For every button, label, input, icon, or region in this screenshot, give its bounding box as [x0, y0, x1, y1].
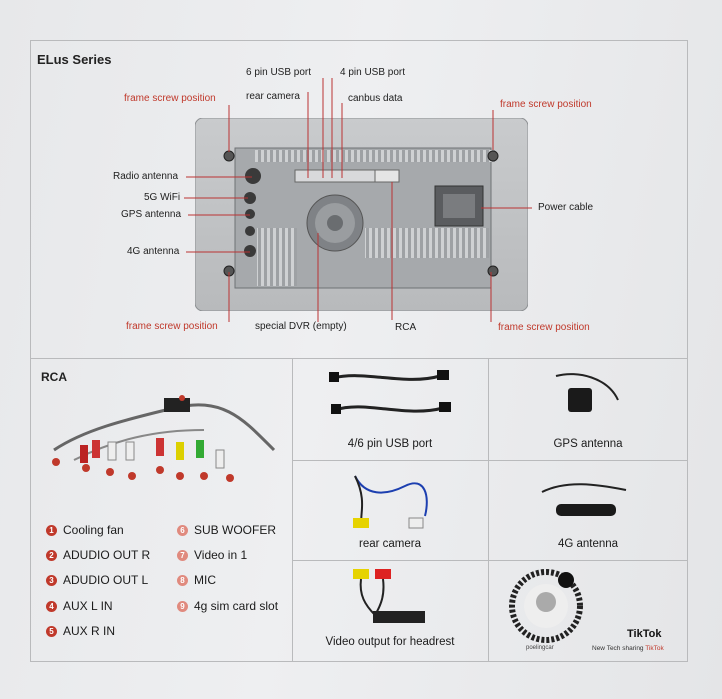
legend-item-8: 8 MIC [177, 573, 216, 587]
label-4pin-usb: 4 pin USB port [340, 67, 406, 78]
legend-number-badge: 3 [46, 574, 57, 586]
rca-section-title: RCA [41, 370, 67, 384]
qr-username: poelingcar [526, 645, 554, 651]
legend-number-badge: 1 [46, 524, 57, 536]
grid-divider-h2 [292, 560, 688, 561]
callout-lines [184, 78, 532, 322]
legend-label: AUX R IN [63, 624, 116, 638]
legend-label: ADUDIO OUT R [63, 548, 151, 562]
label-power-cable: Power cable [538, 202, 594, 213]
label-5g-wifi: 5G WiFi [144, 192, 181, 203]
tiktok-logo: TikTok [627, 628, 662, 640]
head-unit-back-panel [195, 118, 528, 311]
grid-divider-v1 [292, 358, 293, 662]
caption-gps-antenna: GPS antenna [553, 438, 623, 450]
legend-number-badge: 6 [177, 524, 188, 536]
legend-item-5: 5 AUX R IN [46, 624, 115, 638]
series-title: ELus Series [37, 52, 112, 67]
grid-divider-v2 [488, 358, 489, 662]
legend-label: ADUDIO OUT L [63, 573, 149, 587]
lte-antenna-image [541, 483, 627, 516]
legend-number-badge: 5 [46, 625, 57, 637]
legend-item-1: 1 Cooling fan [46, 523, 124, 537]
grid-divider-h1 [292, 460, 688, 461]
label-6pin-usb: 6 pin USB port [246, 67, 312, 78]
qr-code-image [509, 569, 583, 643]
legend-number-badge: 4 [46, 600, 57, 612]
label-rca: RCA [395, 322, 417, 333]
caption-video-output: Video output for headrest [325, 636, 455, 648]
legend-number-badge: 2 [46, 549, 57, 561]
legend-label: Video in 1 [194, 548, 248, 562]
rca-harness-image [52, 395, 276, 482]
legend-item-6: 6 SUB WOOFER [177, 523, 276, 537]
label-frame-screw-br: frame screw position [498, 322, 590, 333]
legend-item-4: 4 AUX L IN [46, 599, 113, 613]
label-4g-antenna: 4G antenna [127, 246, 180, 257]
label-gps-antenna: GPS antenna [121, 209, 182, 220]
label-frame-screw-tr: frame screw position [500, 99, 592, 110]
legend-label: AUX L IN [63, 599, 113, 613]
legend-label: 4g sim card slot [194, 599, 279, 613]
legend-number-badge: 8 [177, 574, 188, 586]
section-divider [30, 358, 688, 359]
legend-number-badge: 9 [177, 600, 188, 612]
legend-item-3: 3 ADUDIO OUT L [46, 573, 148, 587]
label-special-dvr: special DVR (empty) [255, 321, 347, 332]
label-frame-screw-tl: frame screw position [124, 93, 216, 104]
label-rear-camera: rear camera [246, 91, 300, 102]
tiktok-tagline: New Tech sharing TikTok [592, 645, 664, 652]
video-output-cable-image [353, 569, 425, 623]
legend-item-2: 2 ADUDIO OUT R [46, 548, 150, 562]
legend-item-7: 7 Video in 1 [177, 548, 247, 562]
gps-antenna-image [555, 373, 619, 412]
caption-rear-camera: rear camera [359, 538, 421, 550]
legend-label: SUB WOOFER [194, 523, 277, 537]
legend-item-9: 9 4g sim card slot [177, 599, 278, 613]
usb-cable-image [329, 370, 451, 414]
label-radio-antenna: Radio antenna [113, 171, 179, 182]
diagram-frame [30, 40, 688, 662]
label-canbus: canbus data [348, 93, 403, 104]
caption-usb-port: 4/6 pin USB port [347, 438, 433, 450]
caption-4g-antenna: 4G antenna [557, 538, 619, 550]
legend-label: MIC [194, 573, 216, 587]
legend-label: Cooling fan [63, 523, 124, 537]
label-frame-screw-bl: frame screw position [126, 321, 218, 332]
legend-number-badge: 7 [177, 549, 188, 561]
rear-camera-cable-image [353, 475, 428, 529]
